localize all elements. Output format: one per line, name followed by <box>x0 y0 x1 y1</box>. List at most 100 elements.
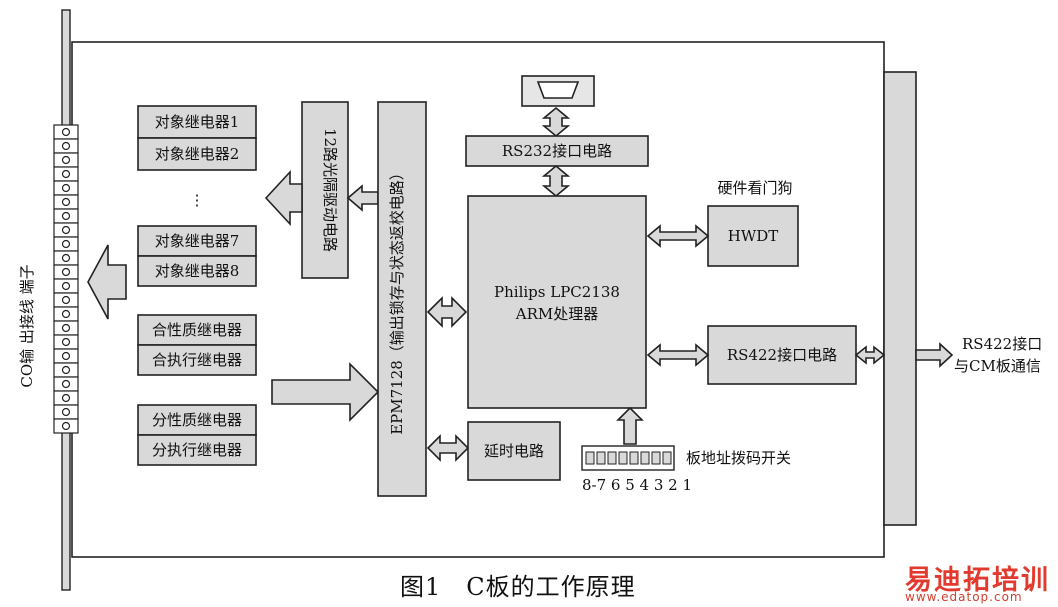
relay-label: 对象继电器7 <box>155 232 240 250</box>
serial-connector-icon <box>521 75 595 107</box>
terminal-screw <box>61 407 71 417</box>
dip-switch-cell <box>585 451 595 465</box>
terminal-screw <box>61 281 71 291</box>
terminal-screw <box>61 169 71 179</box>
arrow-cpld-processor <box>426 296 468 328</box>
cpld-label: EPM7128（输出锁存与状态返校电路） <box>388 165 406 435</box>
relay-group-4: 分性质继电器 分执行继电器 <box>137 404 257 466</box>
relay-label: 分性质继电器 <box>152 411 242 429</box>
terminal-cell <box>53 250 79 266</box>
terminal-cell <box>53 152 79 168</box>
optocoupler-driver-label: 12路光隔驱动电路 <box>321 128 339 252</box>
terminal-cell <box>53 320 79 336</box>
terminal-label: CO输 出接线 端子 <box>18 264 36 387</box>
terminal-screw <box>61 267 71 277</box>
terminal-cell <box>53 278 79 294</box>
terminal-screw <box>61 197 71 207</box>
relay-label: 合性质继电器 <box>152 321 242 339</box>
relay-label: 对象继电器2 <box>155 145 240 163</box>
terminal-screw <box>61 141 71 151</box>
terminal-screw <box>61 211 71 221</box>
terminal-cell <box>53 264 79 280</box>
dip-switch-cell <box>629 451 639 465</box>
dip-switch-numbers: 8-7 6 5 4 3 2 1 <box>582 476 692 494</box>
delay-box <box>467 421 561 481</box>
arrow-to-terminals <box>87 244 127 320</box>
terminal-cell <box>53 376 79 392</box>
arrow-processor-hwdt <box>646 224 710 248</box>
terminal-screw <box>61 127 71 137</box>
terminal-cell <box>53 334 79 350</box>
terminal-cell <box>53 166 79 182</box>
cpld-box <box>377 101 427 497</box>
terminal-cell <box>53 180 79 196</box>
watermark-url: www.edatop.com <box>905 590 1023 604</box>
processor-label-1: Philips LPC2138 <box>494 283 620 301</box>
terminal-screw <box>61 253 71 263</box>
relay-label: 对象继电器8 <box>155 262 240 280</box>
dip-switch <box>581 445 675 471</box>
processor-label-2: ARM处理器 <box>515 305 599 323</box>
terminal-cell <box>53 236 79 252</box>
dip-switch-cell <box>662 451 672 465</box>
terminal-cell <box>53 208 79 224</box>
relay-group-3: 合性质继电器 合执行继电器 <box>137 314 257 376</box>
terminal-cell <box>53 194 79 210</box>
terminal-cell <box>53 404 79 420</box>
dip-switch-label: 板地址拨码开关 <box>686 449 791 467</box>
arrow-rs422-backplane <box>854 345 886 365</box>
relay-label: 分执行继电器 <box>152 441 242 459</box>
terminal-screw <box>61 183 71 193</box>
delay-label: 延时电路 <box>484 442 544 460</box>
watchdog-title: 硬件看门狗 <box>717 179 792 197</box>
arrow-processor-rs422 <box>646 343 710 367</box>
arrow-relays-to-cpld <box>271 362 380 422</box>
dip-switch-cell <box>618 451 628 465</box>
arrow-rs422-external <box>915 342 954 368</box>
terminal-cell <box>53 124 79 140</box>
terminal-cell <box>53 348 79 364</box>
dip-switch-cell <box>607 451 617 465</box>
arrow-dip-processor <box>616 406 644 445</box>
relay-label: 对象继电器1 <box>155 113 240 131</box>
rs232-label: RS232接口电路 <box>502 142 612 160</box>
terminal-screw <box>61 309 71 319</box>
ellipsis: ⋮ <box>190 191 205 209</box>
figure-caption: 图1 C板的工作原理 <box>400 573 636 601</box>
terminal-screw <box>61 393 71 403</box>
terminal-screw <box>61 225 71 235</box>
terminal-cell <box>53 390 79 406</box>
dip-switch-cell <box>640 451 650 465</box>
terminal-screw <box>61 155 71 165</box>
dip-switch-cell <box>596 451 606 465</box>
terminal-screw <box>61 295 71 305</box>
backplane-connector <box>883 71 917 526</box>
relay-group-1: 对象继电器1 对象继电器2 <box>137 105 257 171</box>
relay-group-2: 对象继电器7 对象继电器8 <box>137 225 257 287</box>
relay-label: 合执行继电器 <box>152 351 242 369</box>
terminal-screw <box>61 421 71 431</box>
rs422-comm-label-1: RS422接口 <box>962 335 1042 353</box>
terminal-screw <box>61 365 71 375</box>
processor-box <box>467 195 647 409</box>
terminal-screw <box>61 351 71 361</box>
terminal-screw <box>61 323 71 333</box>
hwdt-box <box>707 205 799 267</box>
terminal-cell <box>53 292 79 308</box>
terminal-cell <box>53 306 79 322</box>
terminal-cell <box>53 418 79 434</box>
terminal-screw <box>61 239 71 249</box>
terminal-cell <box>53 222 79 238</box>
dip-switch-cell <box>651 451 661 465</box>
terminal-screw <box>61 337 71 347</box>
terminal-cells <box>53 124 79 434</box>
arrow-driver-to-relays <box>264 169 303 227</box>
rs422-label: RS422接口电路 <box>727 346 837 364</box>
terminal-cell <box>53 138 79 154</box>
hwdt-label: HWDT <box>728 227 779 245</box>
output-terminal-strip <box>53 9 79 591</box>
rs422-box <box>707 325 857 385</box>
terminal-screw <box>61 379 71 389</box>
watermark-brand: 易迪拓培训 <box>905 565 1050 596</box>
